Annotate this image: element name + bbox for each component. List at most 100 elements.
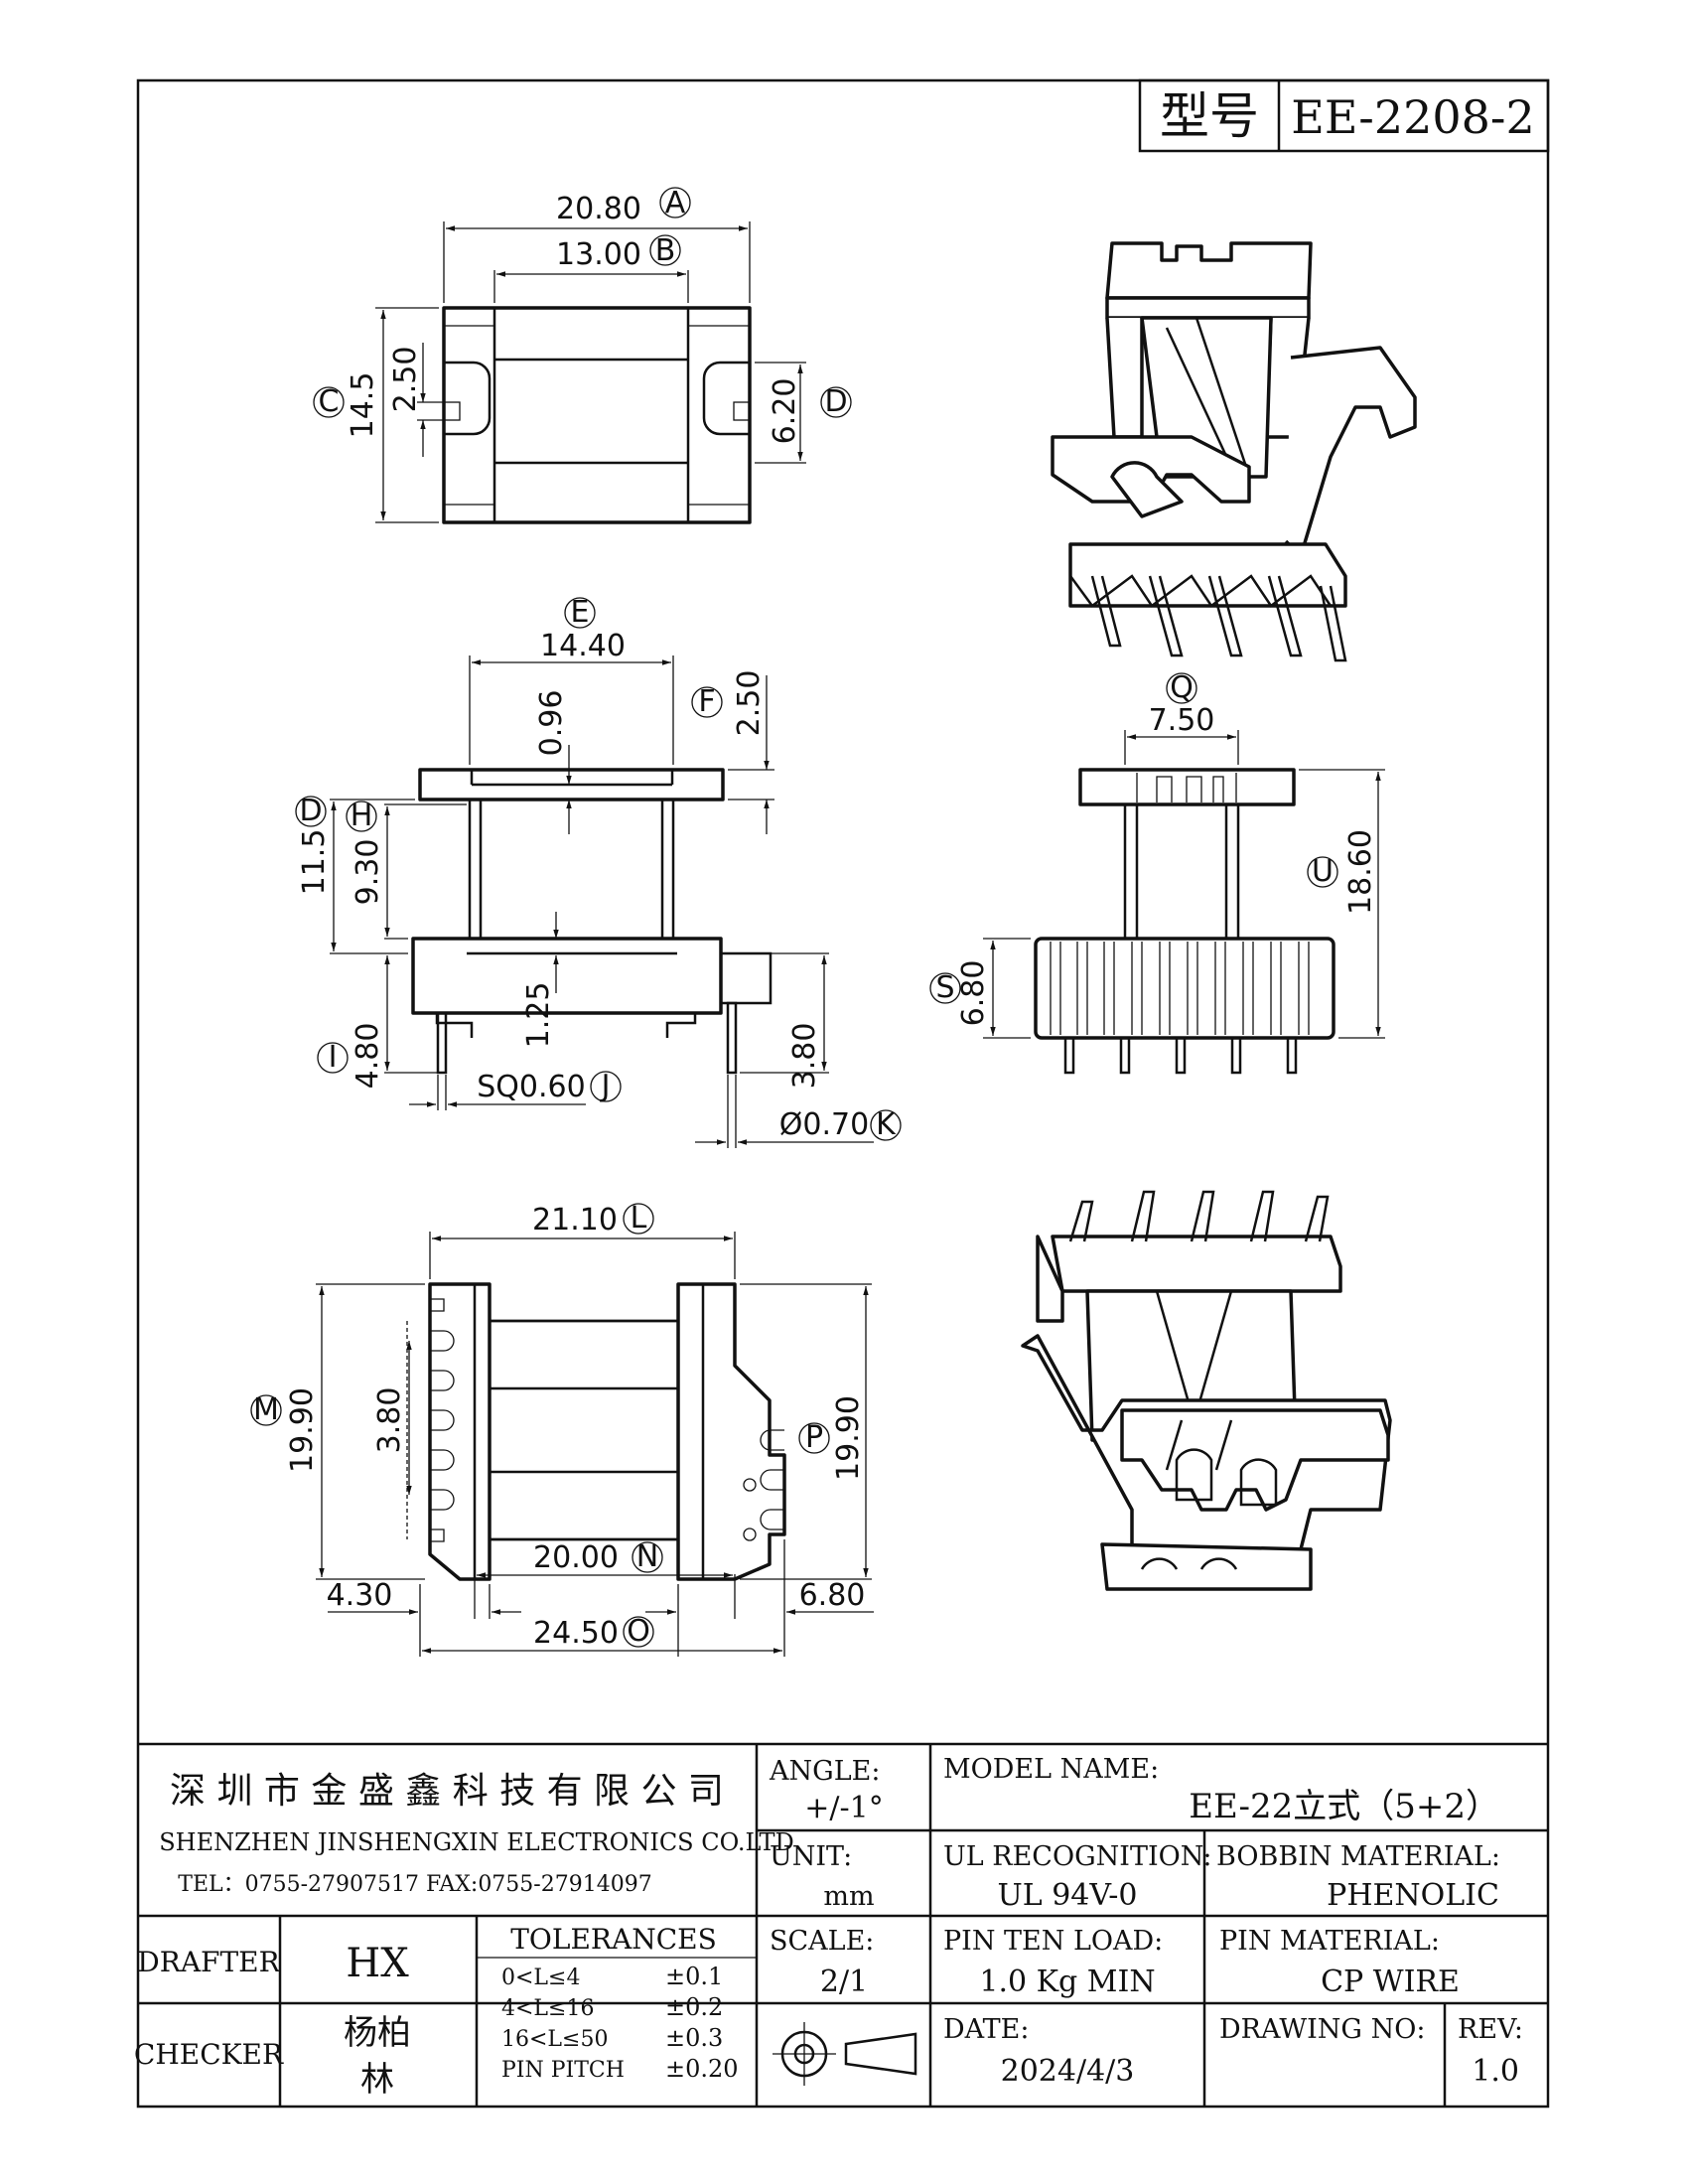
tag-j-circle (590, 1071, 622, 1102)
tag-p: P (805, 1420, 823, 1455)
dim-slot-label: 2.50 (388, 347, 423, 413)
ul-value: UL 94V-0 (997, 1878, 1137, 1913)
tag-n: N (636, 1539, 658, 1574)
tag-i: I (329, 1040, 338, 1075)
company-name-en: SHENZHEN JINSHENGXIN ELECTRONICS CO.LTD (159, 1828, 794, 1856)
company-name-cn: 深 圳 市 金 盛 鑫 科 技 有 限 公 司 (170, 1771, 724, 1812)
tag-k-circle (870, 1109, 902, 1141)
tag-o: O (627, 1614, 650, 1649)
angle-value: +/-1° (804, 1791, 883, 1825)
tag-p-circle (798, 1422, 830, 1454)
dim-i-label: 4.80 (351, 1023, 385, 1090)
bobbin-material-value: PHENOLIC (1327, 1878, 1499, 1913)
pin-load-value: 1.0 Kg MIN (979, 1965, 1155, 1999)
pin-load-label: PIN TEN LOAD: (943, 1926, 1163, 1957)
tag-b-circle (649, 234, 681, 266)
dim-380-front-label: 3.80 (787, 1023, 822, 1090)
ul-label: UL RECOGNITION: (943, 1841, 1212, 1872)
date-value: 2024/4/3 (1001, 2054, 1135, 2089)
pin-material-label: PIN MATERIAL: (1219, 1926, 1440, 1957)
rev-label: REV: (1458, 2014, 1523, 2045)
tolerance-range: 4<L≤16 (501, 1996, 594, 2021)
dim-s-label: 6.80 (956, 960, 991, 1027)
tag-s-circle (929, 972, 961, 1004)
tolerance-value: ±0.1 (665, 1963, 723, 1990)
tag-d2-circle (295, 796, 327, 827)
tag-c: C (319, 384, 340, 419)
model-header-box: 型号 EE-2208-2 (1138, 78, 1550, 153)
dim-c-label: 14.5 (346, 372, 380, 439)
tag-u: U (1312, 854, 1334, 889)
unit-value: mm (823, 1881, 874, 1912)
rev-value: 1.0 (1472, 2054, 1519, 2089)
tag-m-circle (250, 1394, 282, 1426)
tag-l: L (631, 1201, 647, 1236)
bottom-view: 21.10 L 19.90 M 3.80 19.90 P 20.00 N 4.3… (250, 1201, 874, 1657)
tolerance-range: PIN PITCH (501, 2058, 625, 2083)
tag-j: J (600, 1069, 611, 1103)
tag-a: A (665, 186, 686, 220)
dim-125-label: 1.25 (521, 982, 556, 1049)
tag-n-circle (632, 1541, 663, 1573)
tag-b: B (655, 233, 676, 268)
dim-a-label: 20.80 (556, 192, 641, 226)
dim-d-label: 6.20 (768, 378, 802, 445)
tag-f: F (698, 684, 715, 719)
angle-label: ANGLE: (769, 1756, 880, 1787)
tag-m: M (253, 1392, 279, 1427)
bobbin-material-label: BOBBIN MATERIAL: (1216, 1841, 1500, 1872)
tolerance-range: 0<L≤4 (501, 1966, 580, 1990)
tag-h: H (351, 799, 373, 833)
scale-value: 2/1 (820, 1965, 868, 1999)
dim-n-label: 20.00 (533, 1540, 619, 1575)
tolerance-value: ±0.2 (665, 1993, 723, 2021)
tolerances-title: TOLERANCES (510, 1923, 717, 1956)
dim-380-bottom-label: 3.80 (372, 1387, 407, 1454)
tag-e: E (571, 595, 590, 630)
tag-k: K (876, 1107, 897, 1142)
checker-label: CHECKER (134, 2038, 284, 2071)
tolerance-value: ±0.20 (665, 2055, 739, 2083)
dim-680-label: 6.80 (799, 1578, 866, 1613)
front-view: 14.40 E 0.96 2.50 F 11.5 D 9.30 H 1.25 (295, 595, 902, 1148)
company-contact: TEL：0755-27907517 FAX:0755-27914097 (178, 1872, 651, 1897)
tag-h-circle (346, 801, 377, 832)
tag-l-circle (623, 1203, 654, 1235)
tag-q-circle (1166, 672, 1197, 704)
projection-symbol-icon (773, 2022, 917, 2086)
tag-c-circle (313, 386, 345, 418)
scale-label: SCALE: (770, 1926, 874, 1957)
tag-o-circle (623, 1616, 654, 1648)
tag-q: Q (1170, 670, 1194, 705)
tag-s: S (935, 970, 954, 1005)
dim-h-label: 9.30 (351, 839, 385, 906)
drawing-no-label: DRAWING NO: (1219, 2014, 1425, 2045)
dim-f-label: 2.50 (732, 670, 767, 737)
dim-e-label: 14.40 (540, 629, 626, 663)
tag-d: D (824, 384, 847, 419)
unit-label: UNIT: (770, 1841, 852, 1872)
model-value: EE-2208-2 (1291, 90, 1534, 144)
dim-l-label: 21.10 (532, 1203, 618, 1238)
side-view: 7.50 Q 18.60 U 6.80 S (929, 670, 1385, 1075)
dim-430-label: 4.30 (327, 1578, 393, 1613)
tag-f-circle (691, 686, 723, 718)
isometric-view-bottom (1021, 1190, 1392, 1591)
drawing-border (136, 78, 1550, 2109)
dim-p-label: 19.90 (831, 1395, 866, 1481)
top-view: 20.80 A 13.00 B 14.5 C 2.50 6.20 D (313, 186, 852, 524)
pin-material-value: CP WIRE (1321, 1965, 1460, 1999)
dim-u-label: 18.60 (1343, 829, 1378, 915)
tag-d2: D (299, 794, 322, 828)
dim-q-label: 7.50 (1149, 703, 1215, 738)
model-name-value: EE-22立式（5+2） (1189, 1787, 1499, 1826)
tag-d-circle (820, 386, 852, 418)
dim-j-label: SQ0.60 (477, 1070, 585, 1104)
checker-value-2: 林 (360, 2060, 394, 2100)
tag-i-circle (317, 1042, 349, 1074)
tolerance-value: ±0.3 (665, 2024, 723, 2052)
dim-m-label: 19.90 (285, 1387, 320, 1473)
date-label: DATE: (943, 2014, 1029, 2045)
